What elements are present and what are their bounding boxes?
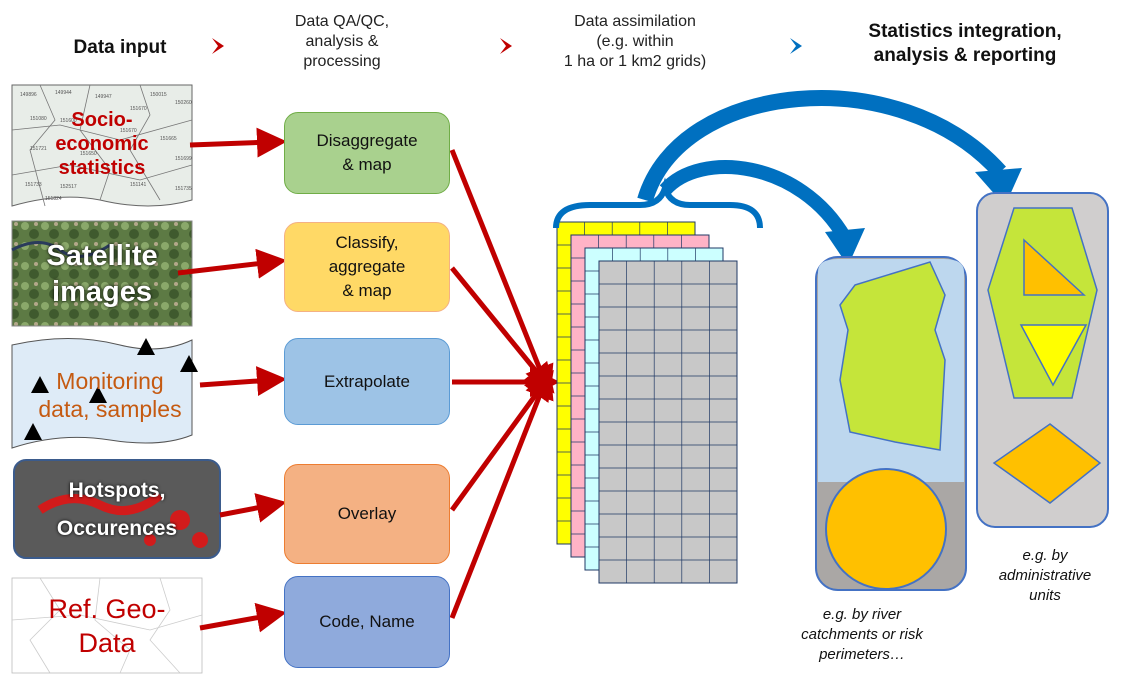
- input-arrow-3: [199, 366, 287, 397]
- map-area-number: 151824: [45, 196, 62, 202]
- caption-river-catchments: e.g. by river catchments or risk perimet…: [801, 606, 923, 663]
- map-area-number: 151665: [160, 136, 177, 142]
- input-arrow-4: [219, 493, 287, 523]
- risk-perimeter-circle: [825, 468, 947, 590]
- map-area-number: 149944: [55, 90, 72, 96]
- catchment-shape: [839, 261, 946, 451]
- map-area-number: 151670: [120, 128, 137, 134]
- blue-arrow-to-admin: [637, 90, 1006, 203]
- process-code-name: Code, Name: [284, 576, 450, 668]
- map-area-number: 151735: [175, 186, 192, 192]
- sample-triangle: [24, 423, 42, 440]
- grid-stack: [556, 221, 738, 584]
- monitoring-scroll: [11, 338, 193, 449]
- source-socio-economic: Socio- economic statistics: [12, 88, 192, 200]
- map-area-number: 151699: [175, 156, 192, 162]
- map-area-number: 150015: [150, 92, 167, 98]
- process-extrapolate: Extrapolate: [284, 338, 450, 425]
- admin-triangle-orange: [1023, 238, 1086, 296]
- ref-geo-data-image: [11, 577, 203, 674]
- map-area-number: 149896: [20, 92, 37, 98]
- source-label: Socio- economic statistics: [55, 109, 149, 179]
- sample-triangle: [137, 338, 155, 355]
- process-arrow-1: [449, 149, 554, 396]
- process-arrow-2: [450, 266, 555, 394]
- admin-diamond: [992, 423, 1102, 504]
- map-area-number: 151650: [80, 151, 97, 157]
- process-classify: Classify, aggregate & map: [284, 222, 450, 312]
- header-arrow-3: [790, 38, 802, 54]
- map-area-number: 151141: [130, 182, 147, 188]
- source-monitoring: Monitoring data, samples: [20, 360, 200, 430]
- map-area-number: 149947: [95, 94, 112, 100]
- caption-admin-units: e.g. by administrative units: [998, 547, 1092, 604]
- source-ref-geo: Ref. Geo- Data: [12, 585, 202, 667]
- header-qa-qc: Data QA/QC, analysis & processing: [294, 13, 390, 70]
- map-area-number: 151721: [30, 146, 47, 152]
- header-arrow-1: [212, 38, 224, 54]
- process-arrow-5: [449, 368, 554, 619]
- process-arrow-4: [449, 369, 554, 512]
- map-area-number: 151600: [60, 118, 77, 124]
- input-arrow-1: [189, 127, 287, 158]
- satellite-image: [11, 220, 193, 327]
- map-area-number: 150260: [175, 100, 192, 106]
- admin-triangle-yellow: [1019, 324, 1088, 387]
- header-statistics: Statistics integration, analysis & repor…: [868, 21, 1062, 66]
- sample-triangle: [180, 355, 198, 372]
- header-arrow-2: [500, 38, 512, 54]
- blue-arrow-head: [825, 228, 865, 266]
- map-area-number: 151670: [130, 106, 147, 112]
- socio-economic-map-image: [11, 84, 193, 207]
- input-arrow-5: [199, 602, 287, 633]
- sample-triangle: [89, 386, 107, 403]
- header-assimilation: Data assimilation (e.g. within 1 ha or 1…: [563, 13, 707, 70]
- source-hotspots: Hotspots, Occurences: [14, 460, 220, 558]
- source-label: Satellite images: [46, 239, 158, 308]
- input-arrow-2: [177, 248, 287, 279]
- source-label: Hotspots, Occurences: [56, 478, 178, 540]
- process-disaggregate: Disaggregate & map: [284, 112, 450, 194]
- process-overlay: Overlay: [284, 464, 450, 564]
- sample-triangle: [31, 376, 49, 393]
- source-label: Ref. Geo- Data: [48, 594, 166, 658]
- map-area-number: 151080: [30, 116, 47, 122]
- map-area-number: 152517: [60, 184, 77, 190]
- grid-layer-4: [598, 260, 738, 584]
- blue-arrow-head: [975, 168, 1022, 206]
- blue-arrow-to-river: [659, 160, 852, 242]
- header-data-input: Data input: [73, 37, 167, 58]
- source-satellite: Satellite images: [12, 221, 192, 326]
- source-label: Monitoring data, samples: [38, 368, 182, 422]
- map-area-number: 151733: [25, 182, 42, 188]
